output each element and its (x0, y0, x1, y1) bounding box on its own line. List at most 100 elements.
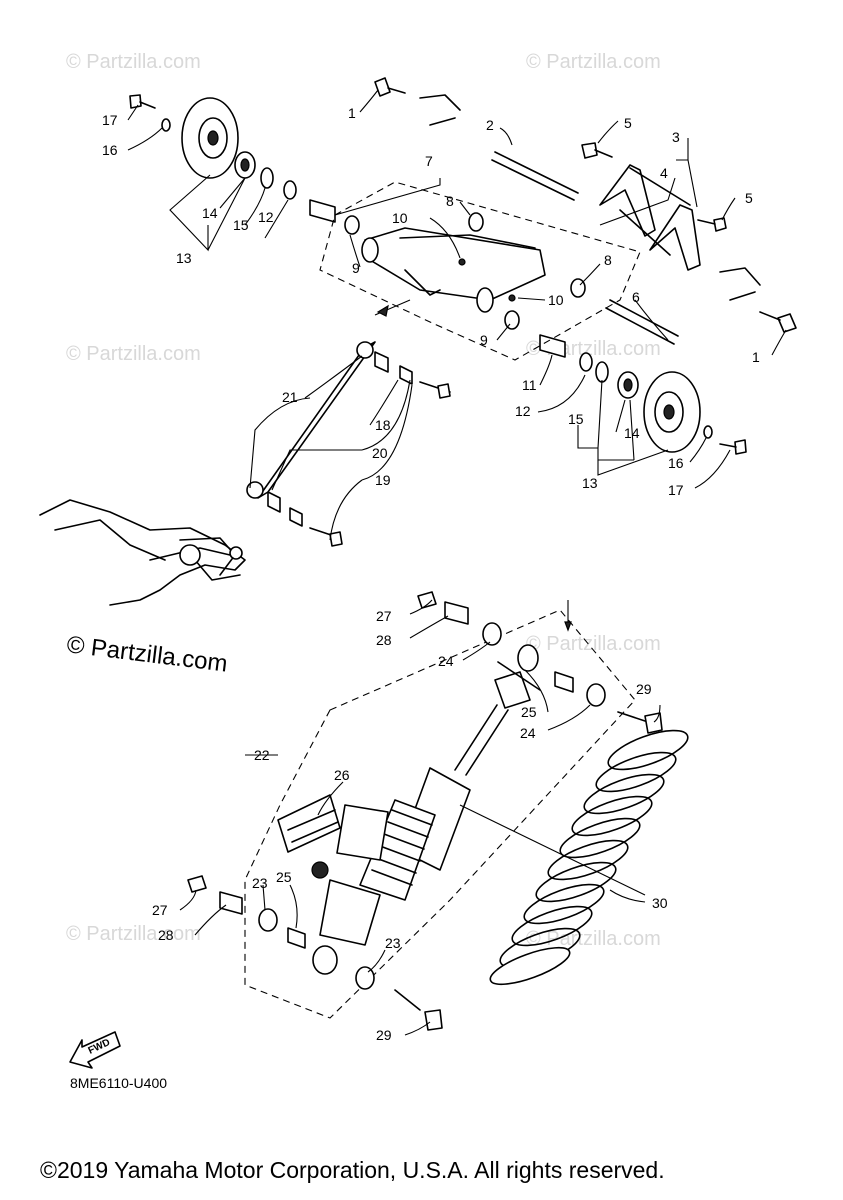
diagram-code: 8ME6110-U400 (70, 1075, 167, 1091)
callout-label: 11 (522, 377, 537, 393)
frame-section (39, 499, 246, 606)
callout-label: 1 (348, 105, 356, 121)
callout-label: 4 (660, 165, 668, 181)
watermark-faint: © Partzilla.com (526, 928, 661, 950)
callout-label: 5 (745, 190, 753, 206)
callout-label: 2 (486, 117, 494, 133)
callout-label: 25 (521, 704, 537, 720)
watermark-faint: © Partzilla.com (526, 51, 661, 73)
callout-label: 10 (392, 210, 408, 226)
upper-arm-assembly (129, 77, 797, 455)
callout-label: 8 (446, 193, 454, 209)
bolt-29-top (644, 712, 663, 734)
callout-label: 19 (375, 472, 391, 488)
callout-label: 30 (652, 895, 668, 911)
callout-label: 9 (352, 260, 360, 276)
callout-label: 28 (376, 632, 392, 648)
bolt-5-left (581, 142, 598, 159)
callout-label: 23 (385, 935, 401, 951)
watermark-faint: © Partzilla.com (66, 343, 201, 365)
callout-label: 22 (254, 747, 270, 763)
callout-label: 20 (372, 445, 388, 461)
shock-rod (454, 704, 509, 776)
shock-top-eye (494, 671, 531, 709)
link-rod-18 (257, 341, 376, 499)
seal-24-top-a (482, 622, 502, 646)
callout-label: 28 (158, 927, 174, 943)
callout-label: 18 (375, 417, 391, 433)
bolt-19-bottom (329, 531, 343, 547)
collar-28-bottom (219, 891, 243, 915)
label-26 (277, 794, 341, 853)
bolt-1-bottom (777, 313, 797, 333)
callout-label: 24 (520, 725, 536, 741)
watermark-faint: © Partzilla.com (66, 923, 201, 945)
callout-label: 23 (252, 875, 268, 891)
nipple-10-b (508, 294, 516, 302)
nut-27-bottom (187, 875, 207, 893)
bushing-9-right (504, 310, 520, 330)
callout-label: 13 (582, 475, 598, 491)
shock-bottom-eye (312, 945, 338, 975)
nut-27-top (417, 591, 437, 609)
circlip-15-left (260, 167, 274, 189)
callout-label: 29 (376, 1027, 392, 1043)
collar-11-left (309, 199, 336, 223)
ring-12-left (283, 180, 297, 200)
callout-label: 9 (480, 332, 488, 348)
callout-label: 15 (568, 411, 584, 427)
callout-label: 7 (425, 153, 433, 169)
link-rod-assembly (39, 341, 451, 606)
callout-label: 12 (515, 403, 531, 419)
callout-label: 21 (282, 389, 298, 405)
watermark-main: © Partzilla.com (65, 631, 229, 678)
group-22-box (244, 609, 636, 1019)
callout-label: 27 (152, 902, 168, 918)
callout-numbers: 1 2 3 4 5 5 7 8 8 9 9 10 10 6 11 12 12 1… (102, 105, 760, 1043)
group-7-box (319, 181, 641, 361)
bushing-20b-top (399, 365, 413, 385)
shaft-6 (605, 299, 679, 345)
collar-11-right (539, 334, 566, 358)
bolt-5-right (713, 217, 727, 232)
callout-label: 16 (102, 142, 118, 158)
callout-label: 14 (624, 425, 640, 441)
callout-label: 16 (668, 455, 684, 471)
collar-28-top (444, 601, 469, 625)
bolt-29-bottom (424, 1009, 443, 1031)
circlip-15-right (595, 361, 609, 383)
upper-arm-7 (364, 227, 546, 301)
bracket-3b (649, 204, 701, 271)
callout-label: 14 (202, 205, 218, 221)
callout-label: 29 (636, 681, 652, 697)
callout-label: 17 (668, 482, 684, 498)
seal-24-top-b (586, 683, 606, 707)
callout-label: 1 (752, 349, 760, 365)
bolt-17-right (734, 439, 747, 455)
bolt-17-left (129, 94, 142, 109)
bushing-25-bottom (287, 927, 306, 949)
collar-20-top (374, 351, 389, 373)
callout-label: 26 (334, 767, 350, 783)
bushing-8-left (468, 212, 484, 232)
bushing-9-left (344, 215, 360, 235)
callout-label: 10 (548, 292, 564, 308)
bracket-3a (599, 164, 656, 237)
watermark-faint: © Partzilla.com (66, 51, 201, 73)
bushing-25-top (517, 644, 539, 672)
callout-label: 3 (672, 129, 680, 145)
leader-lines (127, 89, 787, 1036)
callout-label: 8 (604, 252, 612, 268)
seal-23-bottom-a (258, 908, 278, 932)
nipple-10-a (458, 258, 466, 266)
washer-16-left (161, 118, 171, 132)
fwd-arrow-icon: FWD (69, 1031, 121, 1069)
callout-label: 25 (276, 869, 292, 885)
shock-assembly (187, 591, 689, 1031)
reservoir-26 (336, 804, 389, 861)
callout-label: 17 (102, 112, 118, 128)
callout-label: 6 (632, 289, 640, 305)
ring-12-right (579, 352, 593, 372)
callout-label: 15 (233, 217, 249, 233)
